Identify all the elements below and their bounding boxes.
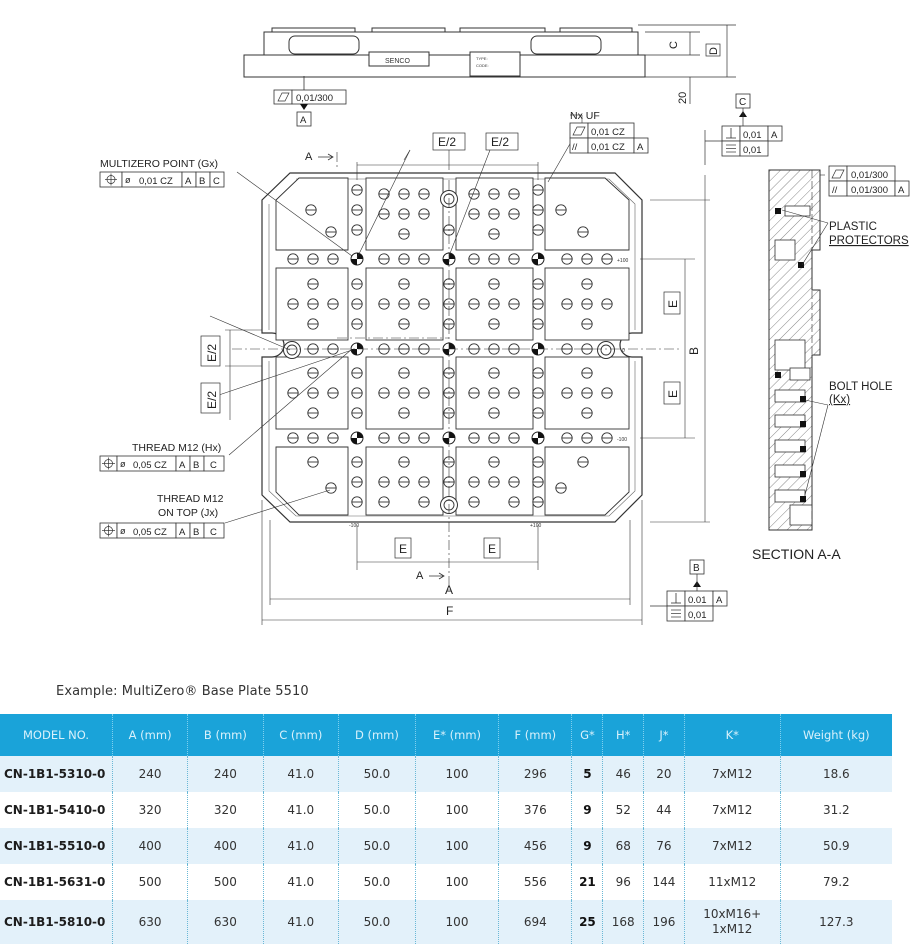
svg-text:A: A <box>637 142 644 153</box>
thread-top-subtitle: ON TOP (Jx) <box>158 507 218 519</box>
datum-c-row2: 0,01 <box>743 145 762 156</box>
dim-a: A <box>445 583 453 597</box>
datum-b-label: B <box>693 563 700 574</box>
thread-m12-tol: 0,05 CZ <box>133 460 167 471</box>
svg-text:ø: ø <box>125 175 131 185</box>
flatness-value: 0,01/300 <box>296 93 333 104</box>
technical-drawing: SENCO TYPE: CODE: C D 20 0,01/300 A <box>99 24 910 625</box>
k-line2: 1xM12 <box>712 922 753 936</box>
datum-b-row2: 0,01 <box>688 610 707 621</box>
dim-e-half-left-lower: E/2 <box>205 391 219 409</box>
section-view <box>768 169 821 531</box>
dim-f: F <box>446 604 453 618</box>
dim-e-bottom-right: E <box>488 542 496 556</box>
svg-text:A: A <box>771 130 778 141</box>
svg-text:TYPE:: TYPE: <box>476 56 488 61</box>
col-c: C (mm) <box>262 714 339 756</box>
table-header-row: MODEL NO. A (mm) B (mm) C (mm) D (mm) E*… <box>0 714 892 756</box>
side-view <box>243 27 646 78</box>
spec-table: MODEL NO. A (mm) B (mm) C (mm) D (mm) E*… <box>0 714 892 944</box>
svg-text:ø: ø <box>120 459 126 469</box>
dim-d: D <box>708 47 720 55</box>
section-flatness-row1: 0,01/300 <box>851 170 888 181</box>
svg-text:B: B <box>193 527 199 538</box>
col-j: J* <box>643 714 685 756</box>
senco-logo: SENCO <box>385 58 410 65</box>
svg-text:ø: ø <box>120 526 126 536</box>
mark-zero: 0 <box>622 348 625 354</box>
svg-text:A: A <box>898 185 905 196</box>
bolt-hole-label: BOLT HOLE <box>829 381 893 393</box>
multizero-title: MULTIZERO POINT (Gx) <box>100 158 218 170</box>
dim-e-right-upper: E <box>666 300 680 308</box>
dim-e-right-lower: E <box>666 390 680 398</box>
svg-text:C: C <box>210 460 217 471</box>
nx-uf-title: Nx UF <box>570 110 600 122</box>
svg-text:PROTECTORS: PROTECTORS <box>829 235 909 247</box>
datum-c-row1: 0,01 <box>743 130 762 141</box>
datum-b-row1: 0.01 <box>688 595 707 606</box>
datum-c-label: C <box>739 97 746 108</box>
mark-minus100: -100 <box>617 437 627 443</box>
col-k: K* <box>683 714 781 756</box>
section-marker-bottom: A <box>416 570 424 582</box>
col-e: E* (mm) <box>414 714 499 756</box>
example-caption: Example: MultiZero® Base Plate 5510 <box>56 684 309 699</box>
dim-e-half-top-right: E/2 <box>491 135 509 149</box>
section-marker-top: A <box>305 151 313 163</box>
svg-text:B: B <box>193 460 199 471</box>
nx-uf-row2: 0,01 CZ <box>591 142 625 153</box>
section-title: SECTION A-A <box>752 546 841 562</box>
dim-b: B <box>687 347 701 355</box>
datum-a-label: A <box>300 115 307 126</box>
svg-text:A: A <box>179 460 186 471</box>
svg-text://: // <box>832 185 838 196</box>
model-cell: CN-1B1-5510-0 <box>0 828 113 864</box>
svg-text:-100: -100 <box>349 523 359 529</box>
col-weight: Weight (kg) <box>779 714 892 756</box>
col-d: D (mm) <box>338 714 416 756</box>
dim-e-half-left-upper: E/2 <box>205 344 219 362</box>
thread-m12-title: THREAD M12 (Hx) <box>132 442 221 454</box>
mark-plus100: +100 <box>617 258 628 264</box>
model-cell: CN-1B1-5310-0 <box>0 756 113 792</box>
model-cell: CN-1B1-5810-0 <box>0 900 113 944</box>
model-cell: CN-1B1-5631-0 <box>4 875 106 889</box>
svg-text:C: C <box>210 527 217 538</box>
svg-text:C: C <box>213 176 220 187</box>
section-flatness-row2: 0,01/300 <box>851 185 888 196</box>
col-model: MODEL NO. <box>0 714 113 756</box>
col-f: F (mm) <box>498 714 572 756</box>
svg-text:B: B <box>199 176 205 187</box>
svg-text:(Kx): (Kx) <box>829 394 850 406</box>
plastic-protectors-label: PLASTIC <box>829 221 877 233</box>
col-h: H* <box>602 714 644 756</box>
col-g: G* <box>571 714 603 756</box>
col-a: A (mm) <box>111 714 188 756</box>
multizero-tol: 0,01 CZ <box>139 176 173 187</box>
svg-text:CODE:: CODE: <box>476 63 489 68</box>
dim-c: C <box>668 41 680 49</box>
nx-uf-row1: 0,01 CZ <box>591 127 625 138</box>
svg-text:A: A <box>179 527 186 538</box>
svg-text:A: A <box>716 595 723 606</box>
svg-text://: // <box>572 142 578 153</box>
model-cell: CN-1B1-5410-0 <box>4 803 106 817</box>
dim-e-half-top-left: E/2 <box>438 135 456 149</box>
thread-top-tol: 0,05 CZ <box>133 527 167 538</box>
k-line1: 10xM16+ <box>703 907 762 921</box>
dim-e-bottom-left: E <box>399 542 407 556</box>
col-b: B (mm) <box>187 714 264 756</box>
dim-20: 20 <box>677 92 689 104</box>
thread-top-title: THREAD M12 <box>157 493 224 505</box>
svg-text:A: A <box>185 176 192 187</box>
svg-text:+100: +100 <box>530 523 541 529</box>
